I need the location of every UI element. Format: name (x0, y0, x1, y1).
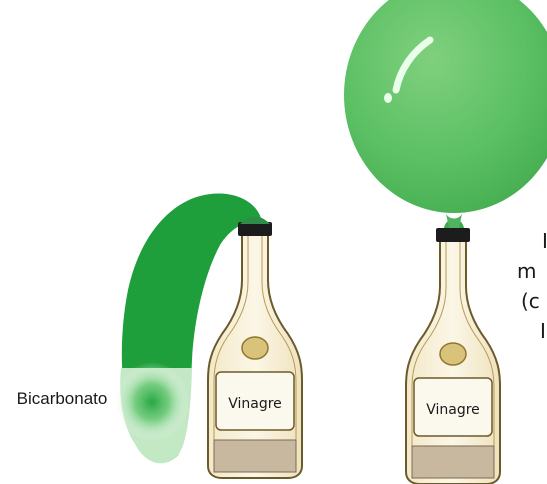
right-bottle (406, 228, 500, 484)
vinegar-liquid (412, 446, 494, 478)
bottle-cap (238, 222, 272, 236)
cutoff-line-1: I (542, 229, 547, 253)
right-bottle-label-text: Vinagre (426, 402, 480, 418)
baking-soda-icon (114, 362, 190, 442)
left-bottle-label-text: Vinagre (228, 396, 282, 412)
vinegar-liquid (214, 440, 296, 472)
baking-soda-label: Bicarbonato (17, 389, 108, 408)
bottle-medallion (440, 343, 466, 365)
cutoff-line-2: m (517, 259, 536, 283)
inflated-balloon (344, 0, 547, 232)
left-setup (114, 194, 302, 478)
cutoff-line-4: I (540, 319, 546, 343)
left-bottle (208, 217, 302, 479)
cutoff-line-3: (c (521, 289, 540, 313)
bottle-cap (436, 228, 470, 242)
bottle-medallion (242, 337, 268, 359)
